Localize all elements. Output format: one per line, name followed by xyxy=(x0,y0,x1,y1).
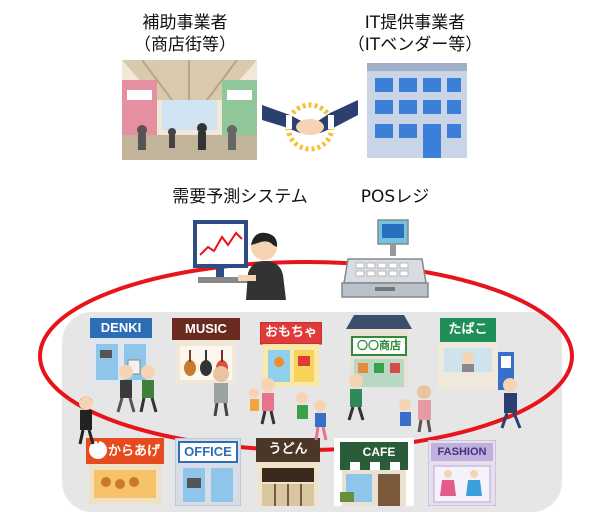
shop-fashion-sign: FASHION xyxy=(437,446,487,458)
office-building-illustration xyxy=(362,58,472,158)
shop-music-sign: MUSIC xyxy=(185,321,227,336)
shop-cafe: CAFE xyxy=(334,438,414,506)
demand-forecast-label: 需要予測システム xyxy=(172,187,308,207)
pedestrian-woman-left xyxy=(78,396,95,445)
shop-music: MUSIC xyxy=(172,318,240,384)
shop-office-sign: OFFICE xyxy=(184,444,232,459)
shopping-arcade-illustration xyxy=(122,60,257,160)
shop-cafe-sign: CAFE xyxy=(362,445,396,459)
it-provider-label-line1: IT提供事業者 xyxy=(364,13,466,33)
pedestrian-elderly-couple xyxy=(399,385,432,433)
shop-tabako: たばこ xyxy=(436,318,516,390)
pos-register-illustration xyxy=(341,219,429,298)
shop-udon-sign: うどん xyxy=(268,442,308,457)
pedestrian-man-green xyxy=(347,374,365,421)
pedestrian-businessman xyxy=(500,378,522,429)
beneficiary-label: 補助事業者 （商店街等） xyxy=(120,12,250,56)
beneficiary-label-line2: （商店街等） xyxy=(134,35,236,55)
shop-fashion: FASHION xyxy=(428,440,496,506)
shop-denki: DENKI xyxy=(88,318,154,384)
shop-udon: うどん xyxy=(256,438,320,506)
handshake-illustration xyxy=(262,100,358,152)
shop-office: OFFICE xyxy=(175,438,241,506)
demand-forecast-system-illustration xyxy=(193,220,286,300)
shop-karaage: からあげ xyxy=(86,438,164,504)
shop-omocha: おもちゃ xyxy=(260,322,322,386)
shop-tabako-sign: たばこ xyxy=(448,322,488,337)
shop-karaage-sign: からあげ xyxy=(107,444,160,459)
shop-denki-sign: DENKI xyxy=(100,320,142,335)
pos-register-label: POSレジ xyxy=(360,187,430,207)
pedestrian-couple xyxy=(116,365,158,413)
shop-shoten-sign: 〇〇商店 xyxy=(357,339,401,352)
pedestrian-family xyxy=(249,378,328,441)
pedestrian-elderly-man xyxy=(213,366,229,417)
it-provider-label-line2: （ITベンダー等） xyxy=(347,35,483,55)
beneficiary-label-line1: 補助事業者 xyxy=(142,13,228,33)
shop-omocha-sign: おもちゃ xyxy=(264,325,317,340)
it-provider-label: IT提供事業者 （ITベンダー等） xyxy=(345,12,485,56)
